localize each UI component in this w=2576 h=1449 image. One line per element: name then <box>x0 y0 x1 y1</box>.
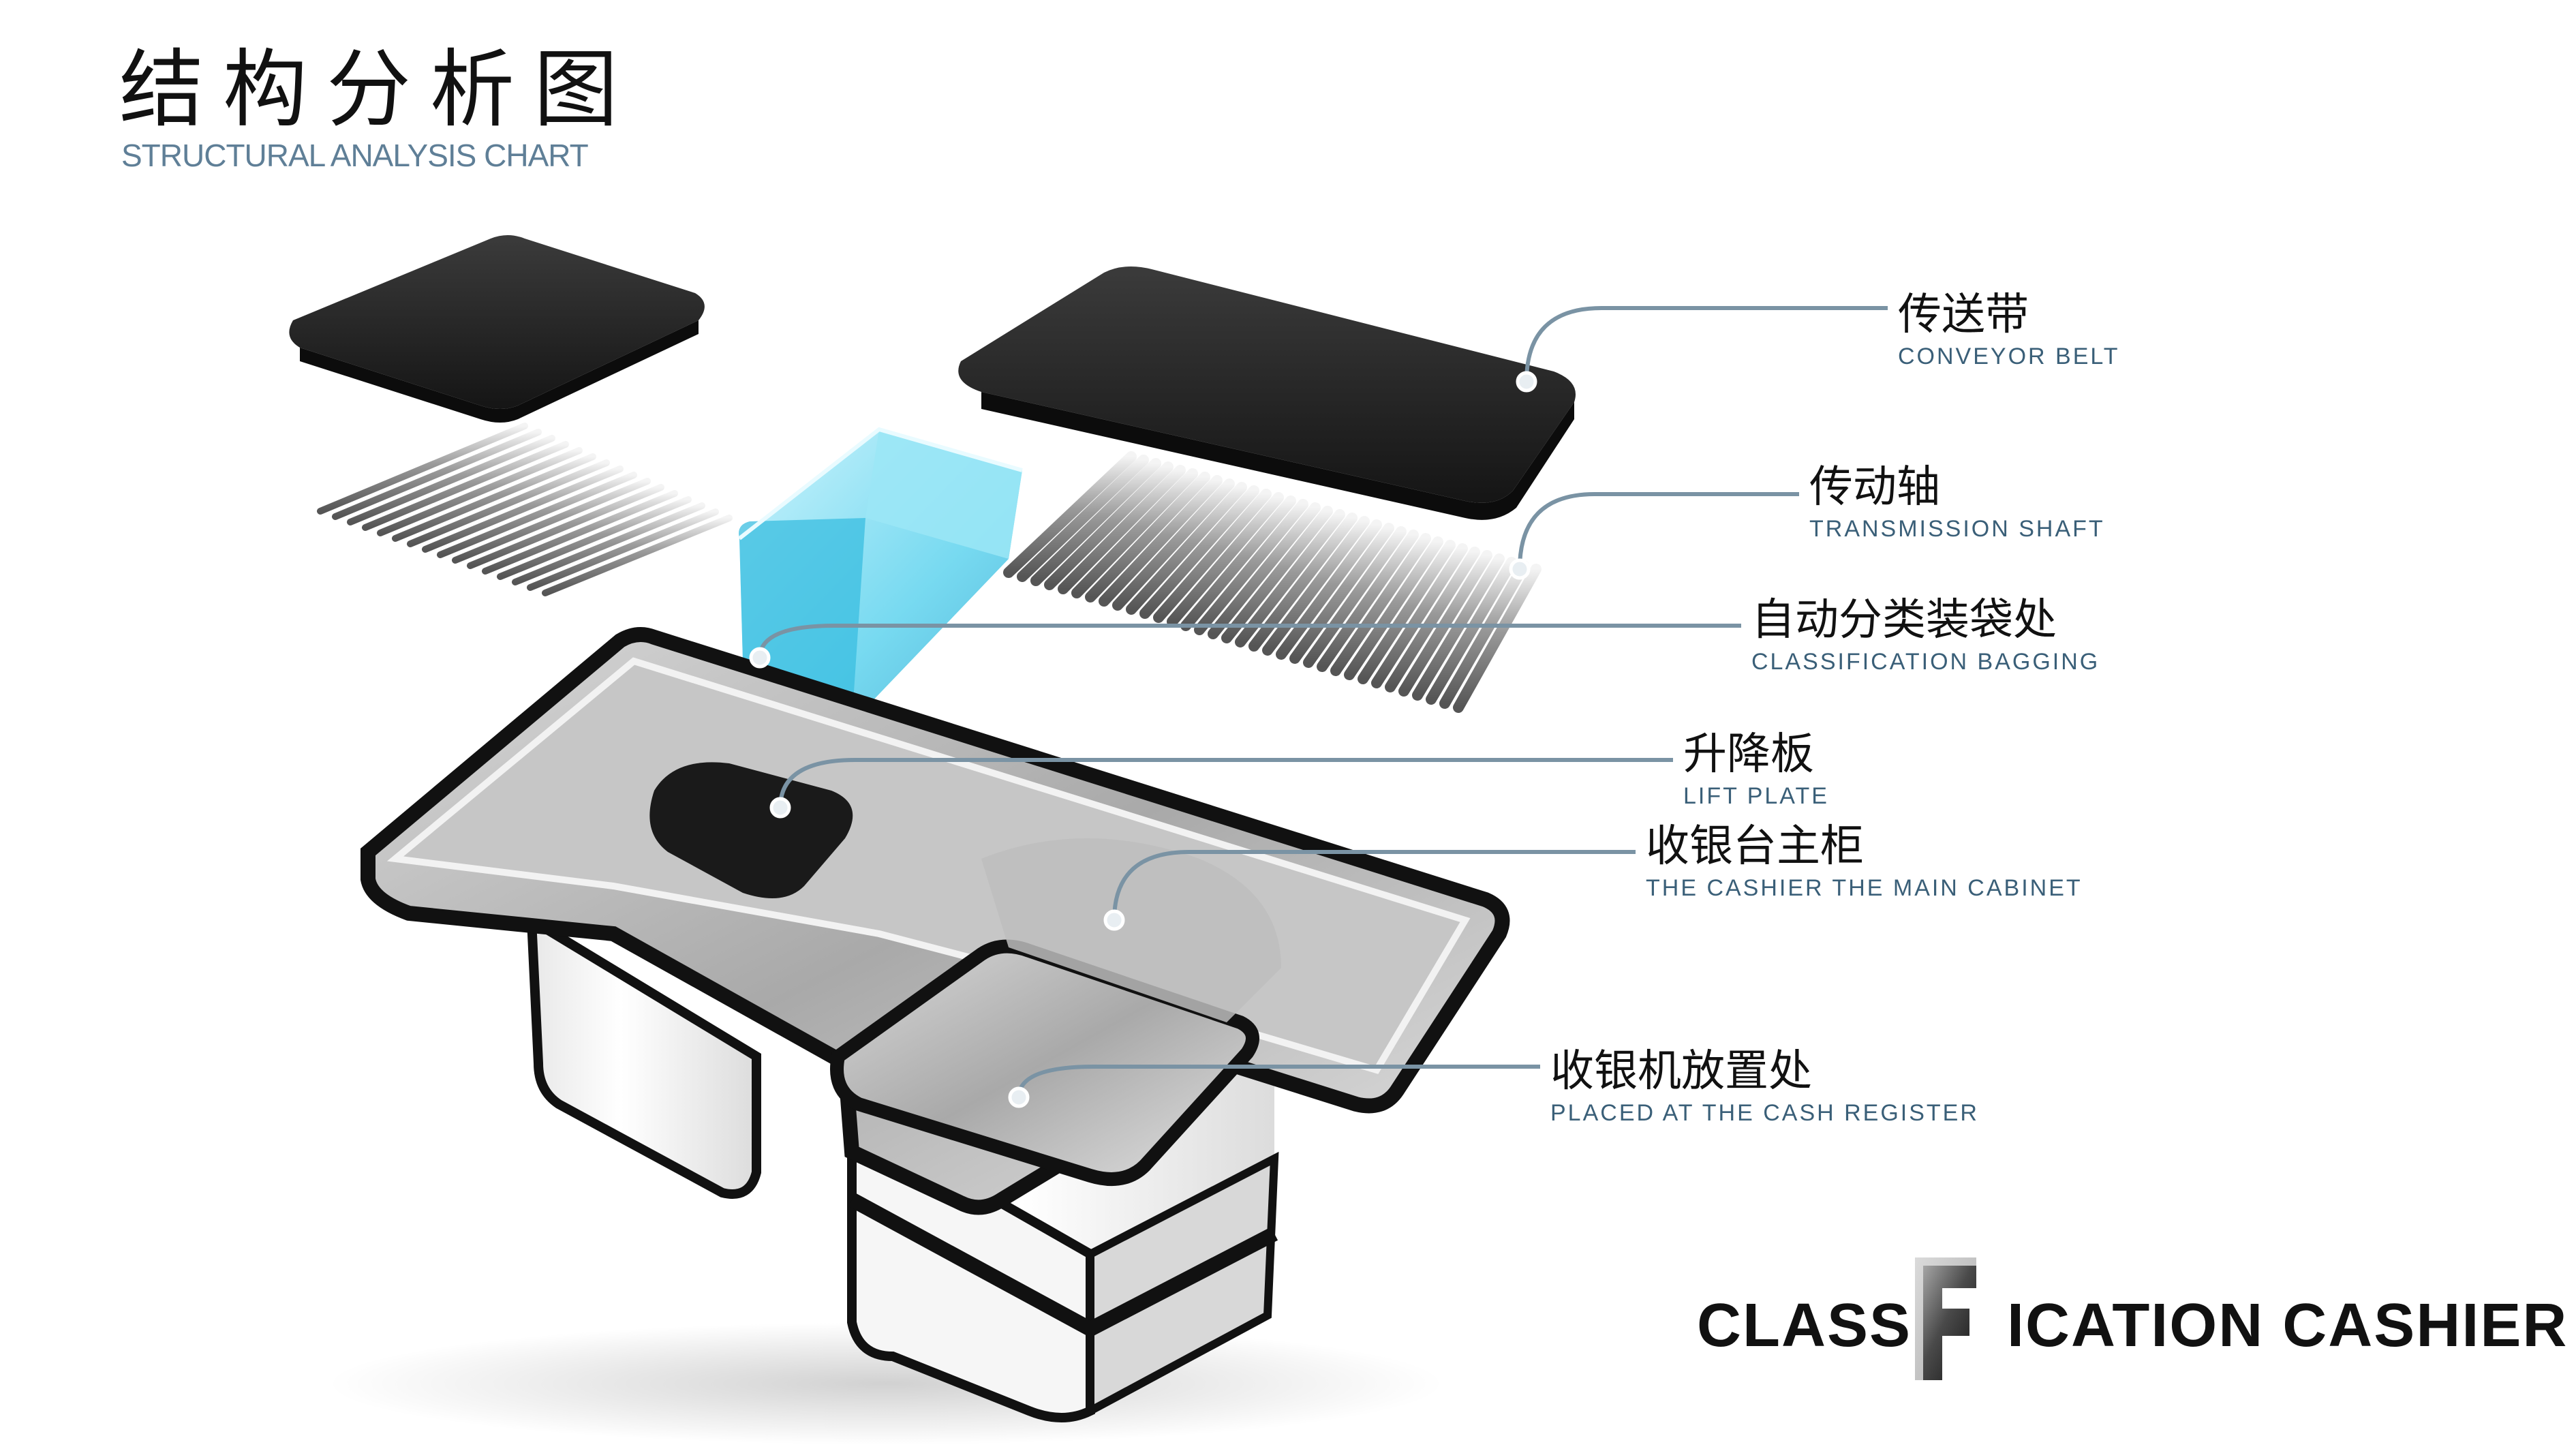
callout-label-cn: 升降板 <box>1683 729 1814 780</box>
callout-conveyor-belt: 传送带 CONVEYOR BELT <box>1898 293 2120 368</box>
leader-line <box>1518 492 1799 570</box>
right-shaft-rod <box>1030 458 1161 586</box>
left-shaft-rod <box>497 496 692 580</box>
right-shaft-rod <box>1289 523 1394 664</box>
left-shaft-rod <box>422 466 624 553</box>
leader-line <box>1524 306 1888 382</box>
right-shaft-rod <box>1371 543 1468 688</box>
right-shaft-rod <box>1044 461 1174 590</box>
left-shaft-rod <box>407 459 610 547</box>
leader-dot <box>1103 909 1125 931</box>
callout-label-cn: 传动轴 <box>1809 462 1940 513</box>
callout-label-cn: 自动分类装袋处 <box>1751 595 2057 645</box>
right-shaft-rod <box>1235 509 1345 647</box>
right-shaft-rod <box>1167 492 1284 627</box>
right-shaft-rod <box>1017 455 1149 582</box>
right-conveyor-belt <box>958 266 1576 520</box>
right-shaft-rod <box>1426 557 1517 705</box>
callout-classification-bagging: 自动分类装袋处 CLASSIFICATION BAGGING <box>1751 598 2100 673</box>
leader-dot <box>1008 1086 1030 1108</box>
right-shaft-rod <box>1153 489 1272 623</box>
callout-label-cn: 收银台主柜 <box>1646 821 1864 872</box>
callout-label-en: TRANSMISSION SHAFT <box>1809 516 2105 542</box>
callout-main-cabinet: 收银台主柜 THE CASHIER THE MAIN CABINET <box>1646 825 2083 900</box>
right-shaft-rod <box>1099 475 1223 607</box>
left-shaft-rod <box>332 429 542 520</box>
callout-label-en: LIFT PLATE <box>1683 783 1829 809</box>
right-transmission-shafts <box>1003 451 1542 713</box>
page-subtitle: STRUCTURAL ANALYSIS CHART <box>121 138 589 173</box>
right-shaft-rod <box>1139 485 1259 619</box>
right-shaft-rod <box>1221 506 1333 643</box>
left-shaft-rod <box>362 441 569 531</box>
callout-label-en: THE CASHIER THE MAIN CABINET <box>1646 875 2083 901</box>
right-shaft-rod <box>1071 468 1198 598</box>
right-shaft-rod <box>1453 564 1542 713</box>
leader-dot <box>769 797 791 819</box>
right-shaft-rod <box>1276 519 1382 660</box>
brand-logo-f-icon <box>1915 1257 1976 1380</box>
left-shaft-rod <box>527 508 719 591</box>
right-shaft-rod <box>1085 472 1210 603</box>
leader-dot <box>1516 371 1537 393</box>
callout-cash-register: 收银机放置处 PLACED AT THE CASH REGISTER <box>1550 1050 1979 1125</box>
leader-line <box>778 758 1673 808</box>
right-shaft-rod <box>1058 465 1186 594</box>
callout-label-cn: 传送带 <box>1898 290 2029 340</box>
page-title: 结构分析图 <box>119 41 638 139</box>
right-shaft-rod <box>1398 550 1492 697</box>
left-shaft-rod <box>437 472 637 558</box>
left-shaft-rod <box>317 423 528 515</box>
left-shaft-rod <box>467 484 664 569</box>
right-shaft-rod <box>1003 451 1137 578</box>
left-shaft-rod <box>392 453 596 542</box>
brand-part1: CLASSI <box>1697 1292 1931 1360</box>
leader-dot <box>749 647 771 669</box>
right-shaft-rod <box>1112 478 1235 611</box>
leader-lines <box>749 306 1888 1108</box>
right-shaft-rod <box>1385 547 1480 692</box>
cashier-main-cabinet <box>361 627 1510 1422</box>
left-shaft-rod <box>377 447 583 536</box>
right-shaft-rod <box>1344 536 1443 680</box>
callout-label-en: CONVEYOR BELT <box>1898 344 2120 369</box>
bagging-glass-box <box>738 427 1023 722</box>
leader-line <box>1112 850 1636 921</box>
callout-label-en: PLACED AT THE CASH REGISTER <box>1550 1100 1979 1126</box>
callout-transmission-shaft: 传动轴 TRANSMISSION SHAFT <box>1809 466 2105 540</box>
right-shaft-rod <box>1330 533 1431 676</box>
left-shaft-rod <box>452 478 651 564</box>
right-shaft-rod <box>1317 530 1419 672</box>
callout-lift-plate: 升降板 LIFT PLATE <box>1683 733 1829 808</box>
left-transmission-shafts <box>317 423 733 596</box>
left-shaft-rod <box>482 490 678 575</box>
left-shaft-rod <box>347 435 555 525</box>
callout-label-en: CLASSIFICATION BAGGING <box>1751 649 2100 675</box>
left-shaft-rod <box>542 515 733 596</box>
callout-label-cn: 收银机放置处 <box>1550 1046 1812 1097</box>
right-shaft-rod <box>1303 526 1407 668</box>
right-shaft-rod <box>1208 502 1321 639</box>
right-shaft-rod <box>1439 560 1529 709</box>
right-shaft-rod <box>1358 540 1456 684</box>
brand-part2: ICATION CASHIER <box>2007 1292 2569 1360</box>
left-shaft-rod <box>512 502 705 585</box>
right-shaft-rod <box>1194 499 1308 635</box>
right-shaft-rod <box>1180 495 1296 631</box>
right-shaft-rod <box>1262 516 1370 656</box>
leader-dot <box>1509 558 1531 580</box>
right-shaft-rod <box>1126 482 1247 615</box>
left-conveyor-belt <box>289 235 705 423</box>
